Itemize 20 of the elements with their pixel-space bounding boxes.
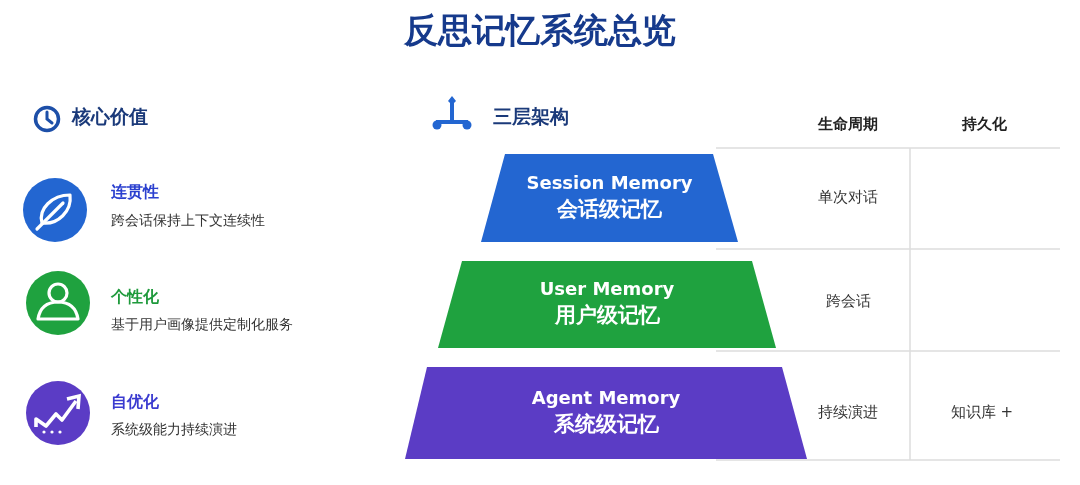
value-title: 自优化 (111, 392, 159, 412)
tier-subtitle: 会话级记忆 (557, 196, 662, 222)
tier-subtitle: 用户级记忆 (554, 303, 660, 329)
tier-title: User Memory (539, 278, 675, 300)
value-title: 个性化 (111, 287, 159, 307)
value-description: 跨会话保持上下文连续性 (111, 212, 265, 229)
lifecycle-value: 跨会话 (825, 292, 871, 310)
tier-subtitle: 系统级记忆 (553, 411, 659, 437)
section-heading: 三层架构 (493, 105, 569, 128)
lifecycle-value: 单次对话 (818, 188, 878, 206)
value-description: 系统级能力持续演进 (111, 421, 237, 438)
tier-title: Session Memory (526, 171, 693, 194)
value-description: 基于用户画像提供定制化服务 (111, 316, 293, 333)
column-header: 生命周期 (818, 115, 878, 133)
tier-title: Agent Memory (531, 386, 681, 409)
column-header: 持久化 (961, 115, 1007, 133)
persistence-value: 知识库 + (950, 403, 1014, 421)
value-title: 连贯性 (111, 182, 159, 202)
section-heading: 核心价值 (72, 105, 148, 128)
page-title: 反思记忆系统总览 (403, 10, 677, 51)
